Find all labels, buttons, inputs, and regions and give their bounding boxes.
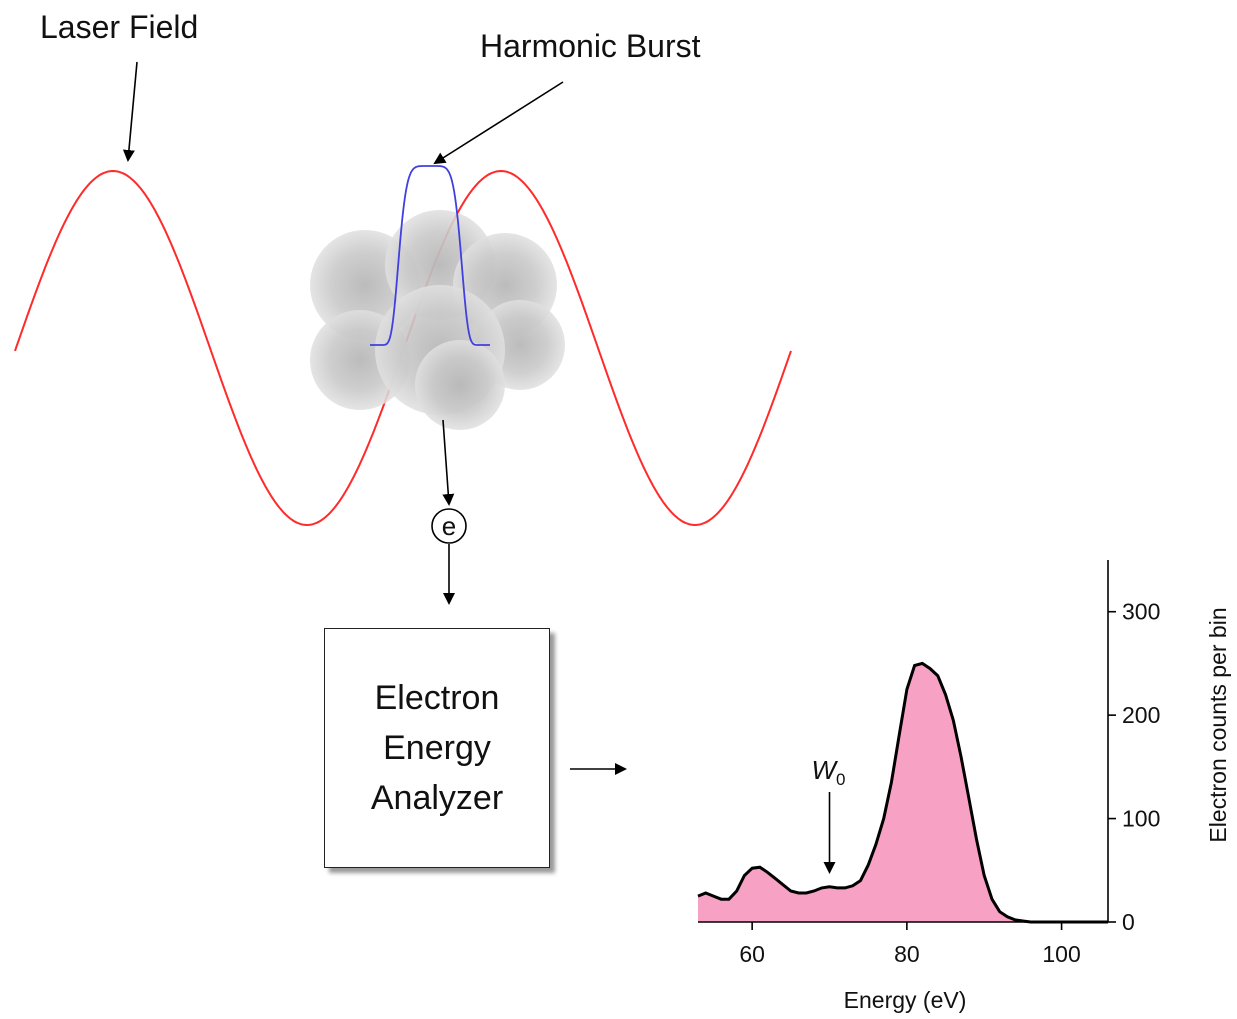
spectrum-area [698, 663, 1108, 922]
electron-energy-analyzer-box: Electron Energy Analyzer [324, 628, 550, 868]
y-axis-ticks: 0 100 200 300 [1108, 599, 1160, 935]
harmonic-burst-pulse [370, 165, 490, 346]
laser-field-label: Laser Field [40, 9, 198, 45]
w0-main: W [812, 755, 839, 785]
energy-spectrum-chart: 60 80 100 0 100 200 300 Energy (eV) Electron … [697, 560, 1231, 1013]
cloud-to-electron-arrow [442, 419, 455, 506]
electron-symbol [431, 508, 467, 544]
y-tick-label: 200 [1122, 702, 1160, 728]
w0-annotation-label: W0 [812, 755, 846, 789]
w0-subscript: 0 [836, 770, 845, 789]
spectrum-line [697, 661, 1108, 924]
laser-field-arrow [122, 61, 138, 162]
y-tick-label: 0 [1122, 909, 1135, 935]
analyzer-label-line2: Energy [383, 729, 491, 767]
x-tick-label: 80 [894, 941, 920, 967]
electron-label: e [442, 511, 456, 541]
x-tick-label: 100 [1042, 941, 1080, 967]
y-axis-label: Electron counts per bin [1205, 607, 1231, 842]
analyzer-label-line3: Analyzer [370, 779, 504, 817]
analyzer-label-line1: Electron [374, 679, 500, 717]
x-axis-label: Energy (eV) [844, 987, 967, 1013]
harmonic-burst-label: Harmonic Burst [480, 28, 701, 64]
harmonic-burst-arrow [433, 81, 564, 165]
y-tick-label: 300 [1122, 599, 1160, 625]
x-tick-label: 60 [739, 941, 765, 967]
x-axis-ticks: 60 80 100 [739, 922, 1081, 967]
y-tick-label: 100 [1122, 806, 1160, 832]
gas-cloud [310, 210, 565, 430]
